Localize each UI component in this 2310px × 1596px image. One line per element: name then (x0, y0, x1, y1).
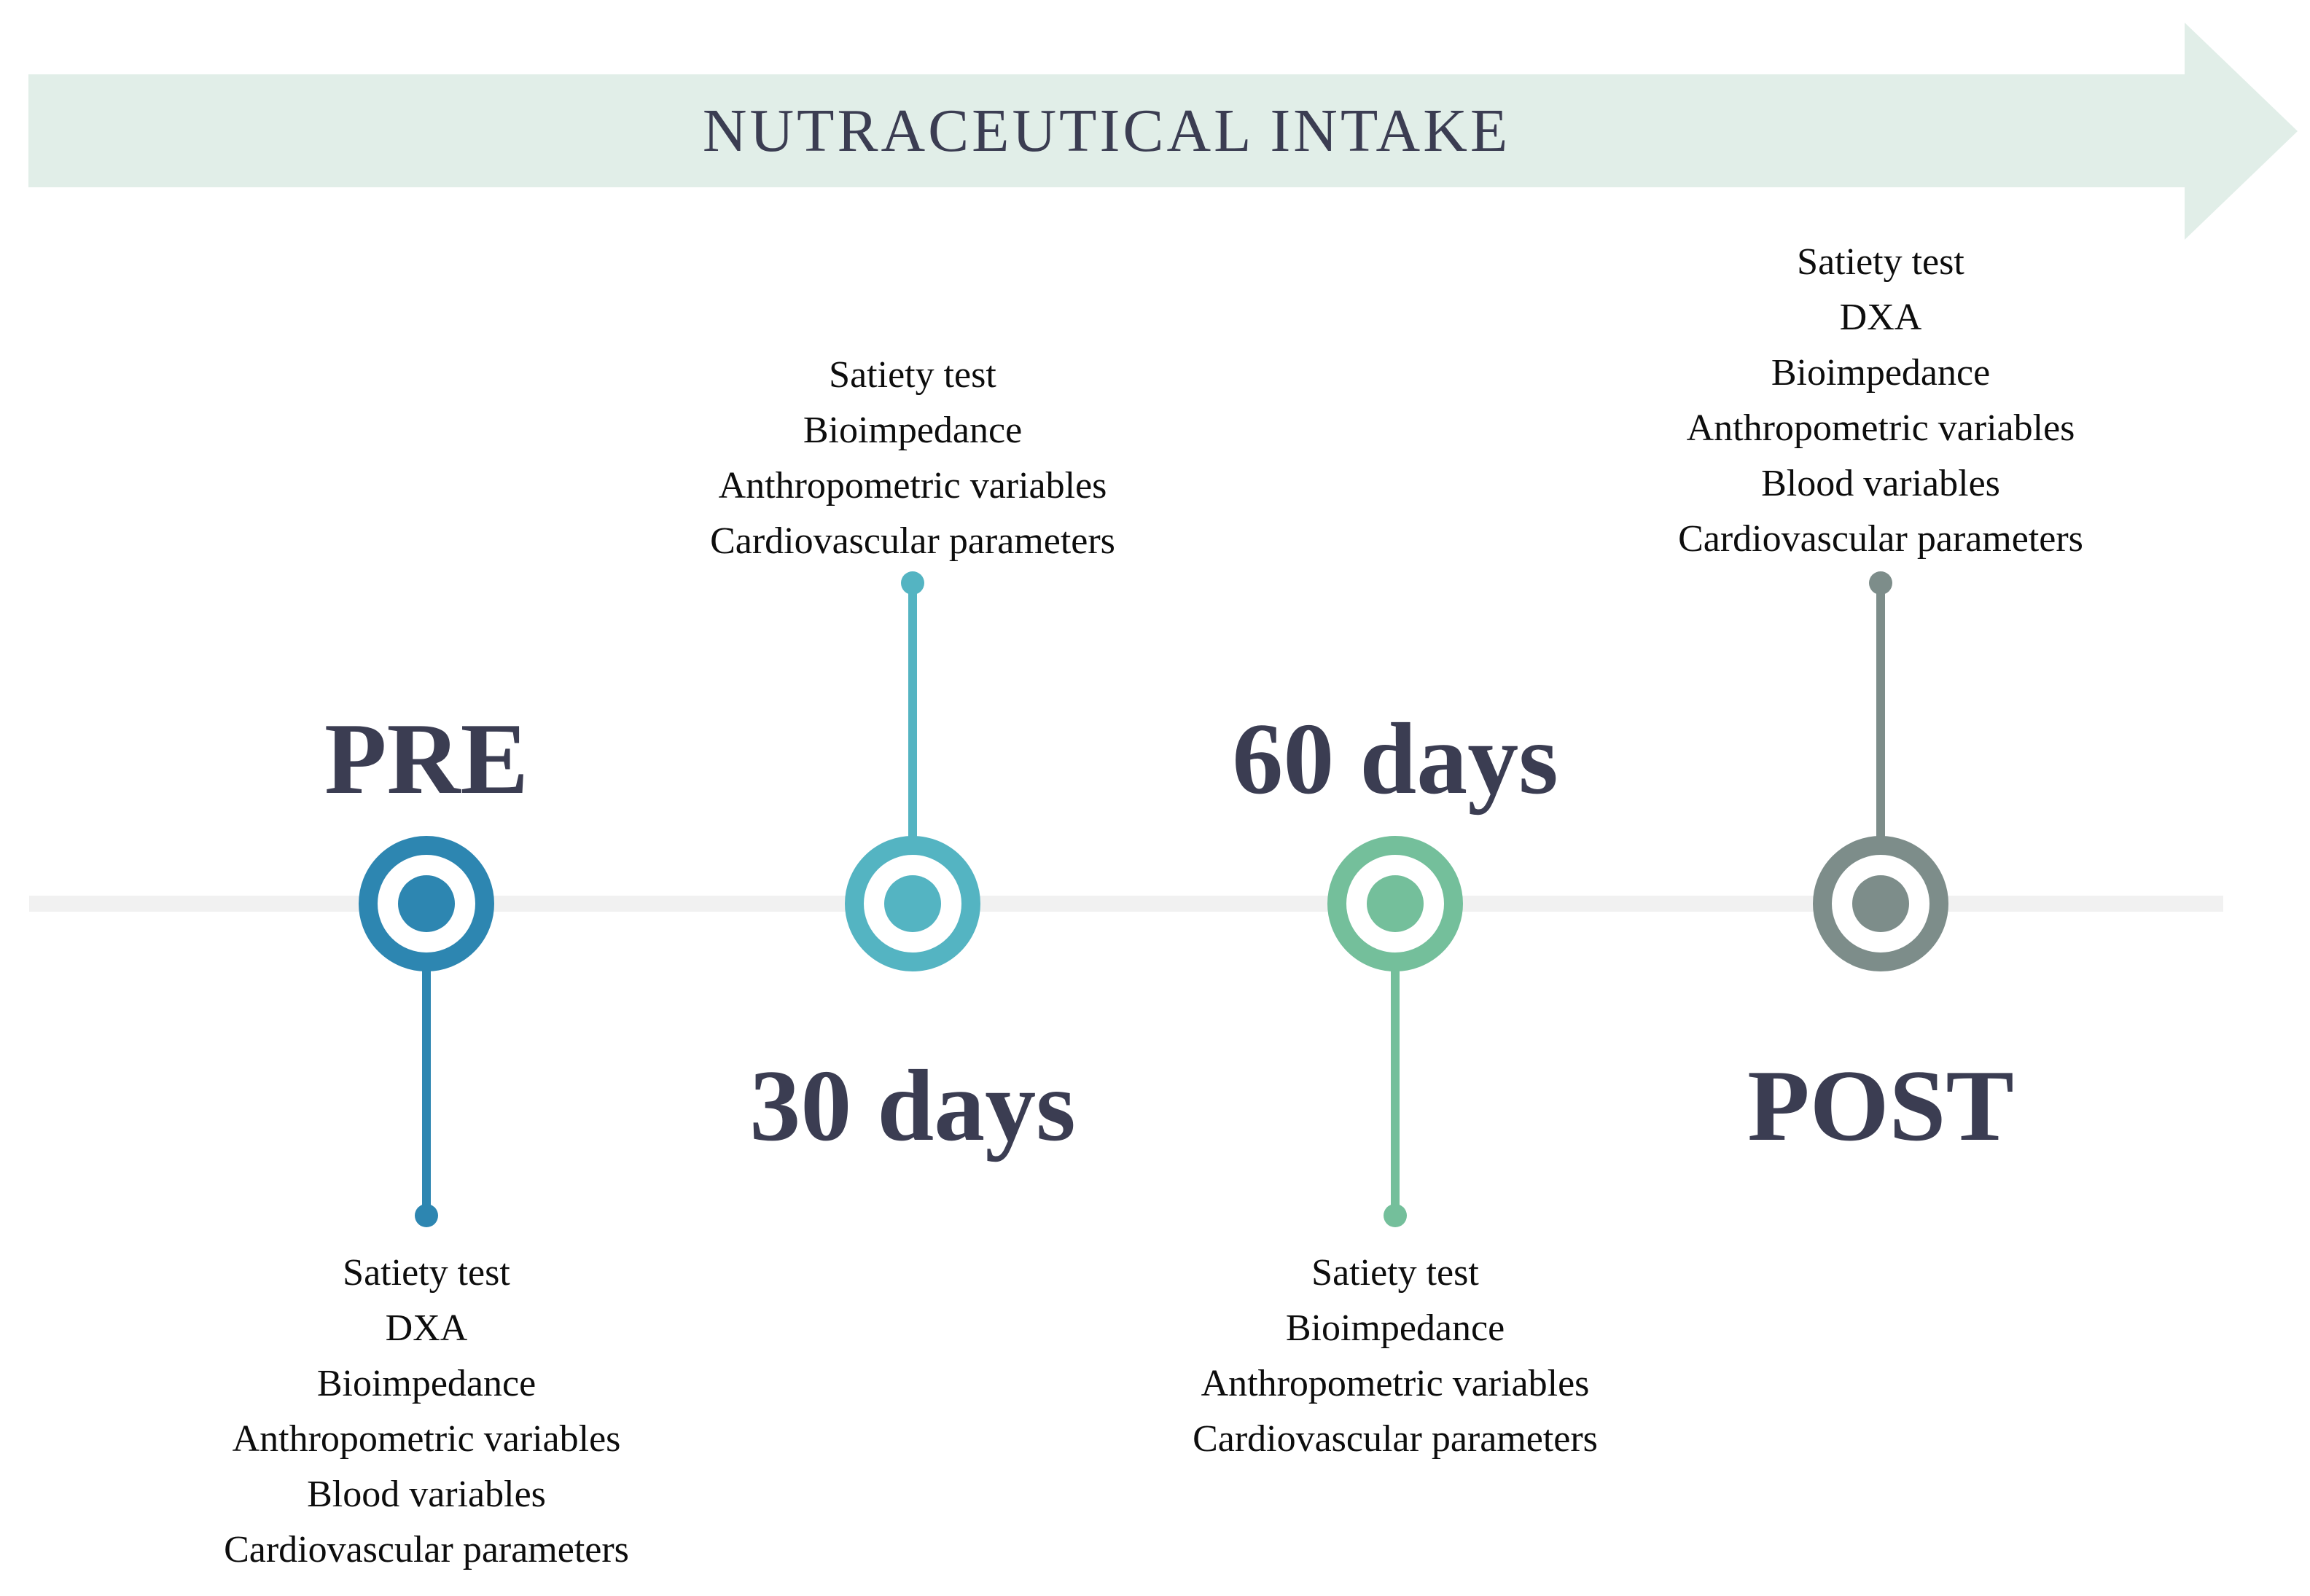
list-item: Blood variables (1761, 463, 2000, 504)
milestone-pre-stem (422, 966, 431, 1216)
milestone-30-days-stem (908, 583, 917, 838)
list-item: Bioimpedance (1771, 352, 1991, 394)
list-item: Anthropometric variables (718, 465, 1107, 506)
nutraceutical-intake-banner: NUTRACEUTICAL INTAKE (28, 74, 2185, 187)
milestone-60-days-label: 60 days (1232, 703, 1558, 815)
milestone-60-days-bullseye-icon (1327, 836, 1463, 971)
list-item: Bioimpedance (803, 410, 1023, 451)
milestone-30-days-bullseye-core (884, 875, 941, 932)
list-item: Satiety test (1797, 241, 1964, 283)
banner-arrowhead-icon (2185, 23, 2298, 240)
milestone-60-days-stem (1391, 966, 1400, 1216)
milestone-post-bullseye-icon (1813, 836, 1948, 971)
list-item: Cardiovascular parameters (224, 1529, 629, 1570)
milestone-30-days-bullseye-icon (845, 836, 980, 971)
list-item: Satiety test (1311, 1252, 1479, 1294)
list-item: Cardiovascular parameters (1193, 1418, 1598, 1460)
list-item: Blood variables (307, 1474, 546, 1515)
milestone-post-stem (1876, 583, 1885, 838)
milestone-pre-bullseye-icon (359, 836, 494, 971)
milestone-pre-stem-dot (415, 1204, 438, 1227)
list-item: DXA (385, 1307, 468, 1349)
milestone-30-days-measure-list: Satiety test Bioimpedance Anthropometric… (548, 348, 1277, 569)
milestone-pre-bullseye-core (398, 875, 455, 932)
milestone-post-bullseye-core (1852, 875, 1909, 932)
list-item: Satiety test (343, 1252, 510, 1294)
milestone-60-days-stem-dot (1384, 1204, 1407, 1227)
list-item: Cardiovascular parameters (1678, 518, 2083, 560)
milestone-60-days-measure-list: Satiety test Bioimpedance Anthropometric… (1031, 1245, 1760, 1467)
list-item: DXA (1839, 297, 1922, 338)
list-item: Bioimpedance (316, 1363, 536, 1404)
milestone-post-measure-list: Satiety test DXA Bioimpedance Anthropome… (1516, 235, 2245, 567)
milestone-pre-label: PRE (324, 703, 528, 815)
timeline-axis (29, 896, 2223, 912)
banner-title: NUTRACEUTICAL INTAKE (702, 97, 1511, 165)
milestone-60-days-bullseye-core (1367, 875, 1424, 932)
milestone-post-label: POST (1747, 1049, 2014, 1162)
list-item: Anthropometric variables (1686, 407, 2075, 449)
list-item: Cardiovascular parameters (710, 520, 1115, 562)
milestone-pre-measure-list: Satiety test DXA Bioimpedance Anthropome… (62, 1245, 791, 1578)
list-item: Bioimpedance (1285, 1307, 1505, 1349)
list-item: Satiety test (829, 354, 996, 396)
list-item: Anthropometric variables (232, 1418, 621, 1460)
list-item: Anthropometric variables (1201, 1363, 1590, 1404)
milestone-30-days-label: 30 days (749, 1049, 1076, 1162)
